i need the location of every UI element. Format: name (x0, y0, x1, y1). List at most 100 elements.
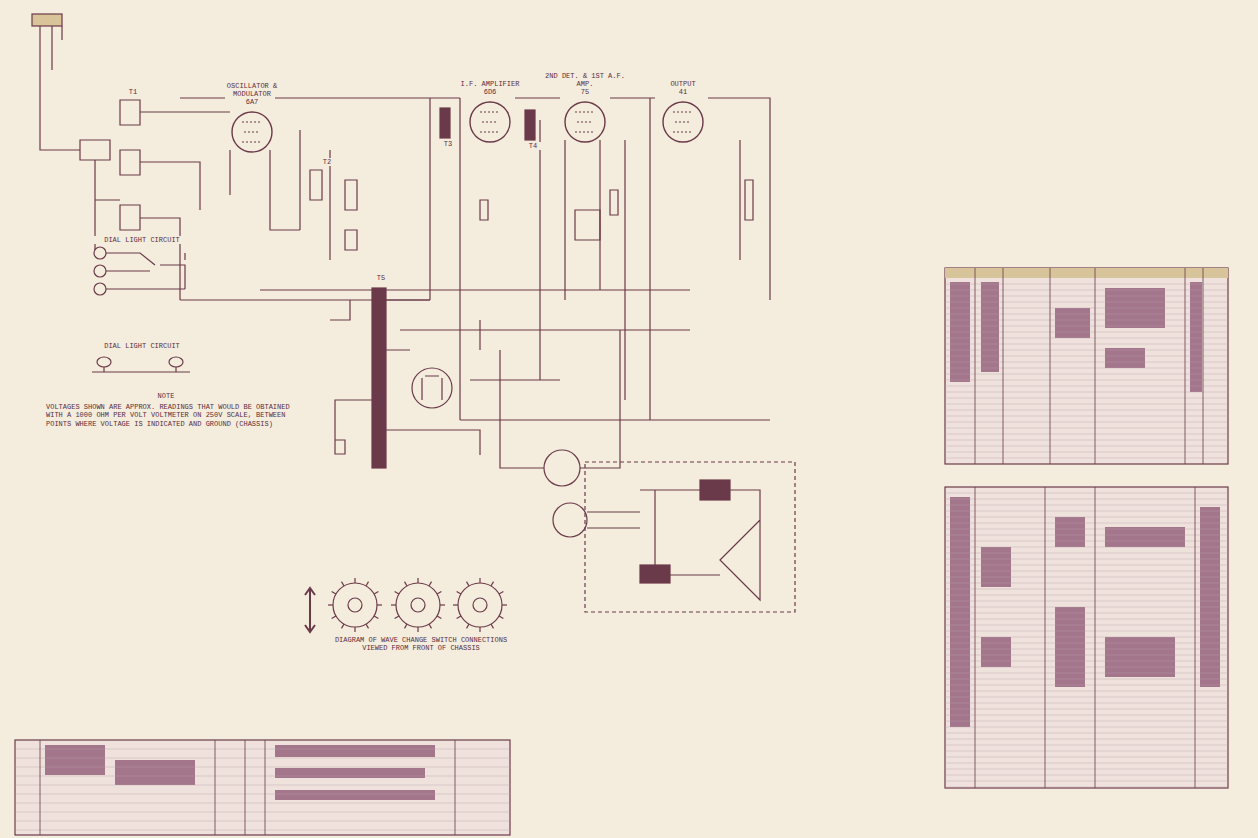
table-cell-fill (981, 637, 1011, 667)
table-cell-fill (1055, 308, 1090, 338)
parts-tables (15, 268, 1228, 835)
tube-envelope (563, 100, 607, 144)
switch-contact (395, 616, 399, 619)
dial-lamp (169, 357, 183, 367)
tube-label: 2ND DET. & 1ST A.F. AMP. (540, 72, 630, 88)
switch-wafer (328, 578, 382, 632)
speaker-enclosure (585, 462, 795, 612)
table-cell-fill (1105, 527, 1185, 547)
switch-contact (499, 592, 503, 595)
tube-label: 41 (638, 88, 728, 96)
antenna-terminal (32, 14, 62, 26)
switch-contact (429, 624, 432, 628)
switch-contact (366, 624, 369, 628)
rectifier-tube (412, 368, 452, 408)
switch-contact (395, 592, 399, 595)
wire (587, 512, 640, 528)
switch-contact (374, 616, 378, 619)
tube-label: OSCILLATOR & MODULATOR (207, 82, 297, 98)
switch-wafer (453, 578, 507, 632)
parts-table (945, 268, 1228, 464)
schematic-wiring (15, 14, 1228, 835)
switch-contact (499, 616, 503, 619)
speaker-plug (553, 503, 587, 537)
table-cell-fill (1190, 282, 1202, 392)
dial-lamp (97, 357, 111, 367)
part-label: T3 (437, 140, 459, 148)
wire (500, 330, 620, 468)
tube-envelope (230, 110, 274, 154)
switch-contact (366, 582, 369, 586)
switch-contact (332, 616, 336, 619)
switch-contact (405, 582, 408, 586)
switch-contact (440, 604, 445, 605)
note-text: VOLTAGES SHOWN ARE APPROX. READINGS THAT… (45, 403, 297, 428)
tube-electrodes (575, 112, 595, 132)
tube-electrodes (242, 122, 262, 142)
switch-contact (429, 582, 432, 586)
switch-contact (417, 578, 418, 583)
switch-contact (457, 592, 461, 595)
switch-contact (502, 604, 507, 605)
part-label: T5 (370, 274, 392, 282)
switch-contact (479, 578, 480, 583)
switch-wafer (391, 578, 445, 632)
switch-contact (342, 624, 345, 628)
dial-lamp (94, 283, 106, 295)
component-symbol (310, 170, 753, 250)
switch-contact (374, 592, 378, 595)
parts-table (945, 487, 1228, 788)
tube-envelope (468, 100, 512, 144)
vacuum-tube: OSCILLATOR & MODULATOR6A7 (207, 82, 297, 154)
table-cell-fill (1105, 348, 1145, 368)
if-transformer (440, 108, 450, 138)
tube-envelope (663, 102, 703, 142)
switch-contact (417, 627, 418, 632)
if-transformer (525, 110, 535, 140)
vacuum-tube: I.F. AMPLIFIER6D6 (445, 80, 535, 144)
switch-contact (342, 582, 345, 586)
switch-contact (437, 616, 441, 619)
field-coil (700, 480, 730, 500)
tube-envelope (232, 112, 272, 152)
tube-envelope (565, 102, 605, 142)
switch-contact (467, 624, 470, 628)
wave-switch-diagram (328, 578, 507, 632)
arrow-symbol (305, 588, 315, 632)
table-cell-fill (115, 760, 195, 785)
switch-contact (437, 592, 441, 595)
tube-electrodes (480, 112, 500, 132)
tube-electrodes (673, 112, 693, 132)
switch-contact (332, 592, 336, 595)
switch-contact (354, 627, 355, 632)
tube-label: 75 (540, 88, 630, 96)
tube-envelope (470, 102, 510, 142)
switch-contact (491, 624, 494, 628)
switch-contact (391, 604, 396, 605)
switch-contact (328, 604, 333, 605)
table-cell-fill (275, 745, 435, 757)
wire (180, 98, 770, 300)
power-transformer (372, 288, 386, 468)
wire (460, 98, 740, 420)
part-label: T4 (522, 142, 544, 150)
wire (330, 300, 500, 455)
switch-contact (377, 604, 382, 605)
caption-text: DIAL LIGHT CIRCUIT (86, 342, 198, 350)
caption-text: DIAL LIGHT CIRCUIT (86, 236, 198, 244)
switch-contact (453, 604, 458, 605)
tube-label: 6D6 (445, 88, 535, 96)
caption-text: NOTE (150, 392, 182, 400)
vacuum-tube: OUTPUT41 (638, 80, 728, 144)
switch-contact (479, 627, 480, 632)
tube-label: 6A7 (207, 98, 297, 106)
switch-contact (457, 616, 461, 619)
dial-lamp (94, 247, 106, 259)
tube-envelope (661, 100, 705, 144)
table-cell-fill (275, 768, 425, 778)
antenna-lead (40, 26, 110, 160)
rectifier-tube (422, 376, 442, 400)
speaker-cone (640, 490, 760, 600)
socket-symbol (544, 450, 580, 486)
